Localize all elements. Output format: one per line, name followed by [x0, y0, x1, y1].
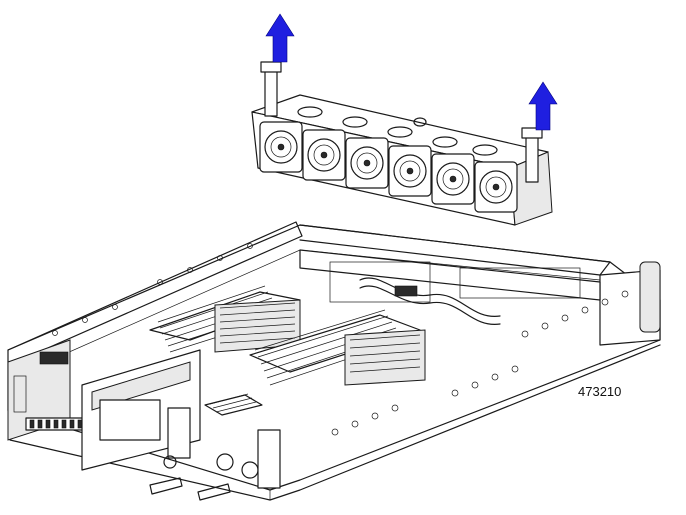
fan-5 [431, 153, 475, 205]
fan-2 [302, 129, 346, 181]
fan-3 [345, 137, 389, 189]
vent-holes [52, 243, 629, 436]
rear-io-panel [7, 339, 97, 441]
air-shroud [299, 249, 601, 325]
server-chassis [7, 221, 661, 501]
left-release-latch [260, 61, 282, 117]
up-arrow-left [265, 13, 295, 63]
cpu1-heatsink [149, 285, 301, 353]
cpu2-heatsink [249, 309, 426, 386]
chipset-heatsink [204, 393, 263, 416]
right-release-latch [521, 127, 543, 183]
fan-6 [474, 161, 518, 213]
fan-modules [259, 121, 518, 213]
riser-cage [81, 349, 281, 501]
fan-cage [251, 61, 553, 226]
up-arrow-right [528, 81, 558, 131]
fan-4 [388, 145, 432, 197]
figure-number: 473210 [578, 384, 622, 399]
fan-1 [259, 121, 303, 173]
right-ear-bracket [639, 261, 661, 333]
